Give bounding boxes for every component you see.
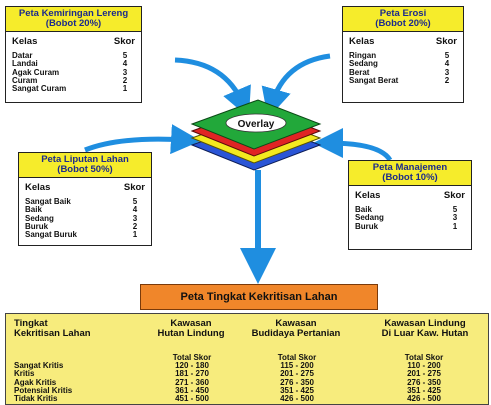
column-headers: Kelas Skor xyxy=(19,178,151,193)
level-5: Tidak Kritis xyxy=(14,394,58,403)
level-4: Potensial Kritis xyxy=(14,385,73,395)
col-skor: Skor xyxy=(123,182,145,193)
arrow-manajemen xyxy=(313,128,393,162)
total-skor-label: Total Skor xyxy=(172,353,212,362)
card-weight: (Bobot 50%) xyxy=(57,164,113,175)
card-header: Peta Liputan Lahan (Bobot 50%) xyxy=(19,153,151,178)
column-headers: Kelas Skor xyxy=(349,186,471,201)
luar-hutan-column: Total Skor 110 - 200 201 - 275 276 - 350… xyxy=(388,353,460,403)
col-kelas: Kelas xyxy=(355,190,381,201)
card-liputan-lahan: Peta Liputan Lahan (Bobot 50%) Kelas Sko… xyxy=(18,152,152,246)
result-title: Peta Tingkat Kekritisan Lahan xyxy=(180,291,338,303)
col-skor: Skor xyxy=(443,190,465,201)
card-manajemen: Peta Manajemen (Bobot 10%) Kelas Skor Ba… xyxy=(348,160,472,250)
col-kelas: Kelas xyxy=(12,36,38,47)
level-3: Agak Kritis xyxy=(14,377,57,387)
overlay-stack: Overlay xyxy=(190,99,322,171)
card-header: Peta Manajemen (Bobot 10%) xyxy=(349,161,471,186)
result-box: Peta Tingkat Kekritisan Lahan xyxy=(140,284,378,310)
budidaya-column: Total Skor 115 - 200 201 - 275 276 - 350… xyxy=(261,353,333,403)
header-budidaya: Kawasan Budidaya Pertanian xyxy=(251,318,341,339)
hutan-column: Total Skor 120 - 180 181 - 270 271 - 360… xyxy=(156,353,228,403)
card-title: Peta Liputan Lahan xyxy=(41,154,129,165)
card-title: Peta Manajemen xyxy=(372,162,448,173)
header-tingkat: Tingkat Kekritisan Lahan xyxy=(14,318,91,339)
card-title: Peta Kemiringan Lereng xyxy=(18,8,129,19)
col-skor: Skor xyxy=(113,36,135,47)
card-kemiringan-lereng: Peta Kemiringan Lereng (Bobot 20%) Kelas… xyxy=(5,6,142,103)
card-header: Peta Erosi (Bobot 20%) xyxy=(343,7,463,32)
header-hutan-lindung: Kawasan Hutan Lindung xyxy=(157,318,225,339)
level-1: Sangat Kritis xyxy=(14,361,64,371)
level-2: Kritis xyxy=(14,369,35,379)
overlay-label-bg xyxy=(225,113,287,133)
card-header: Peta Kemiringan Lereng (Bobot 20%) xyxy=(6,7,141,32)
column-headers: Kelas Skor xyxy=(6,32,141,47)
total-skor-label: Total Skor xyxy=(277,353,317,362)
arrow-erosi xyxy=(261,53,331,119)
col-skor: Skor xyxy=(435,36,457,47)
card-erosi: Peta Erosi (Bobot 20%) Kelas Skor Ringan… xyxy=(342,6,464,103)
card-weight: (Bobot 20%) xyxy=(375,18,431,29)
total-skor-label: Total Skor xyxy=(404,353,444,362)
card-weight: (Bobot 20%) xyxy=(45,18,102,29)
card-title: Peta Erosi xyxy=(379,8,427,19)
criticality-table: Tingkat Kekritisan Lahan Kawasan Hutan L… xyxy=(5,313,489,405)
levels-column: Sangat Kritis Kritis Agak Kritis Potensi… xyxy=(14,354,72,403)
column-headers: Kelas Skor xyxy=(343,32,463,47)
header-luar-hutan: Kawasan Lindung Di Luar Kaw. Hutan xyxy=(381,318,469,339)
col-kelas: Kelas xyxy=(25,182,51,193)
arrow-liputan xyxy=(84,124,201,155)
overlay-label: Overlay xyxy=(238,119,275,130)
arrow-kemiringan xyxy=(174,57,251,118)
card-weight: (Bobot 10%) xyxy=(382,172,438,183)
col-kelas: Kelas xyxy=(349,36,375,47)
